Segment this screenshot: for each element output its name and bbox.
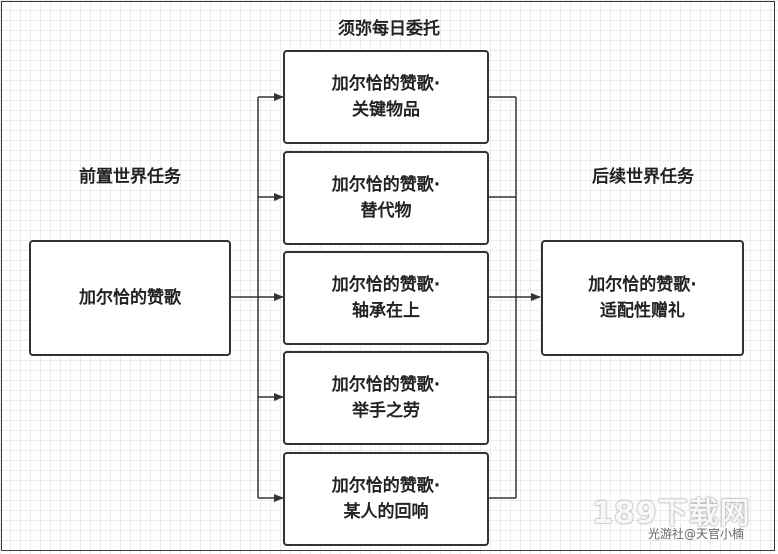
daily-node-4-line2: 举手之劳	[352, 401, 420, 421]
daily-node-5-line2: 某人的回响	[343, 502, 429, 522]
target-task-line1: 加尔恰的赞歌·	[588, 274, 697, 295]
daily-node-4: 加尔恰的赞歌· 举手之劳	[283, 351, 489, 445]
daily-node-3: 加尔恰的赞歌· 轴承在上	[283, 251, 489, 345]
source-task-label: 加尔恰的赞歌	[79, 287, 181, 308]
daily-node-4-line1: 加尔恰的赞歌·	[331, 374, 441, 395]
left-heading: 前置世界任务	[79, 167, 181, 187]
watermark-logo: 189下载网	[592, 496, 751, 531]
target-task-line2: 适配性赠礼	[600, 301, 685, 321]
daily-node-5-line1: 加尔恰的赞歌·	[331, 475, 441, 496]
daily-node-1: 加尔恰的赞歌· 关键物品	[283, 50, 489, 144]
daily-node-2-line1: 加尔恰的赞歌·	[331, 174, 441, 195]
daily-node-3-line2: 轴承在上	[352, 301, 420, 321]
target-task-node: 加尔恰的赞歌· 适配性赠礼	[541, 240, 744, 356]
daily-node-2-line2: 替代物	[360, 201, 412, 221]
daily-node-5: 加尔恰的赞歌· 某人的回响	[283, 452, 489, 546]
daily-node-1-line1: 加尔恰的赞歌·	[331, 73, 441, 94]
source-task-node: 加尔恰的赞歌	[29, 240, 231, 356]
right-heading: 后续世界任务	[592, 167, 694, 187]
daily-node-1-line2: 关键物品	[352, 100, 420, 120]
watermark-credit: 光游社@天官小楠	[648, 527, 745, 541]
diagram-title: 须弥每日委托	[338, 19, 440, 39]
daily-node-2: 加尔恰的赞歌· 替代物	[283, 151, 489, 245]
daily-node-3-line1: 加尔恰的赞歌·	[331, 274, 441, 295]
